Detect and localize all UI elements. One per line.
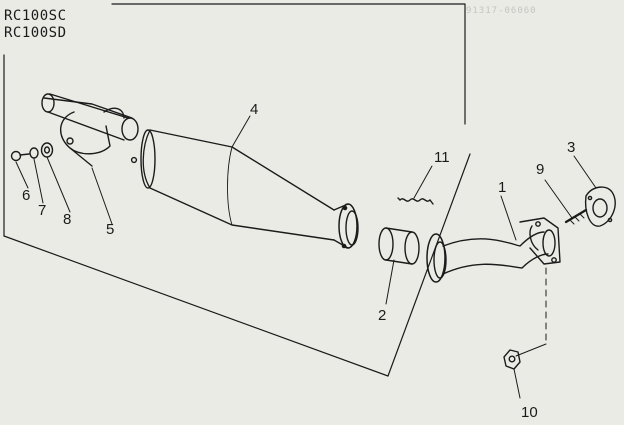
faint-stamp: 91317-06060 <box>466 6 537 16</box>
bolt <box>10 150 30 162</box>
callout-1: 1 <box>498 179 507 196</box>
model-codes: RC100SC RC100SD <box>4 8 67 42</box>
model-code-2: RC100SD <box>4 25 67 41</box>
spring <box>397 197 434 205</box>
model-code-1: RC100SC <box>4 8 67 24</box>
callout-8: 8 <box>63 211 72 228</box>
callout-7: 7 <box>38 202 47 219</box>
nut <box>503 349 521 370</box>
callout-5: 5 <box>106 221 115 238</box>
exhaust-pipe <box>426 217 561 283</box>
stud-bolt <box>564 208 588 225</box>
gasket <box>584 186 616 227</box>
muffler-bracket <box>41 93 139 167</box>
callout-4: 4 <box>250 101 259 118</box>
callout-10: 10 <box>521 404 538 421</box>
group-frame-bottom <box>3 235 389 377</box>
callout-9: 9 <box>536 161 545 178</box>
group-frame-right <box>387 153 471 377</box>
callout-11: 11 <box>434 149 450 166</box>
callout-6: 6 <box>22 187 31 204</box>
flat-washer <box>40 142 54 158</box>
callout-3: 3 <box>567 139 576 156</box>
pipe-sleeve <box>378 227 420 265</box>
spring-washer <box>29 147 39 159</box>
leader-lines <box>15 115 597 399</box>
muffler <box>130 129 359 249</box>
group-frame <box>111 3 466 125</box>
callout-2: 2 <box>378 307 387 324</box>
